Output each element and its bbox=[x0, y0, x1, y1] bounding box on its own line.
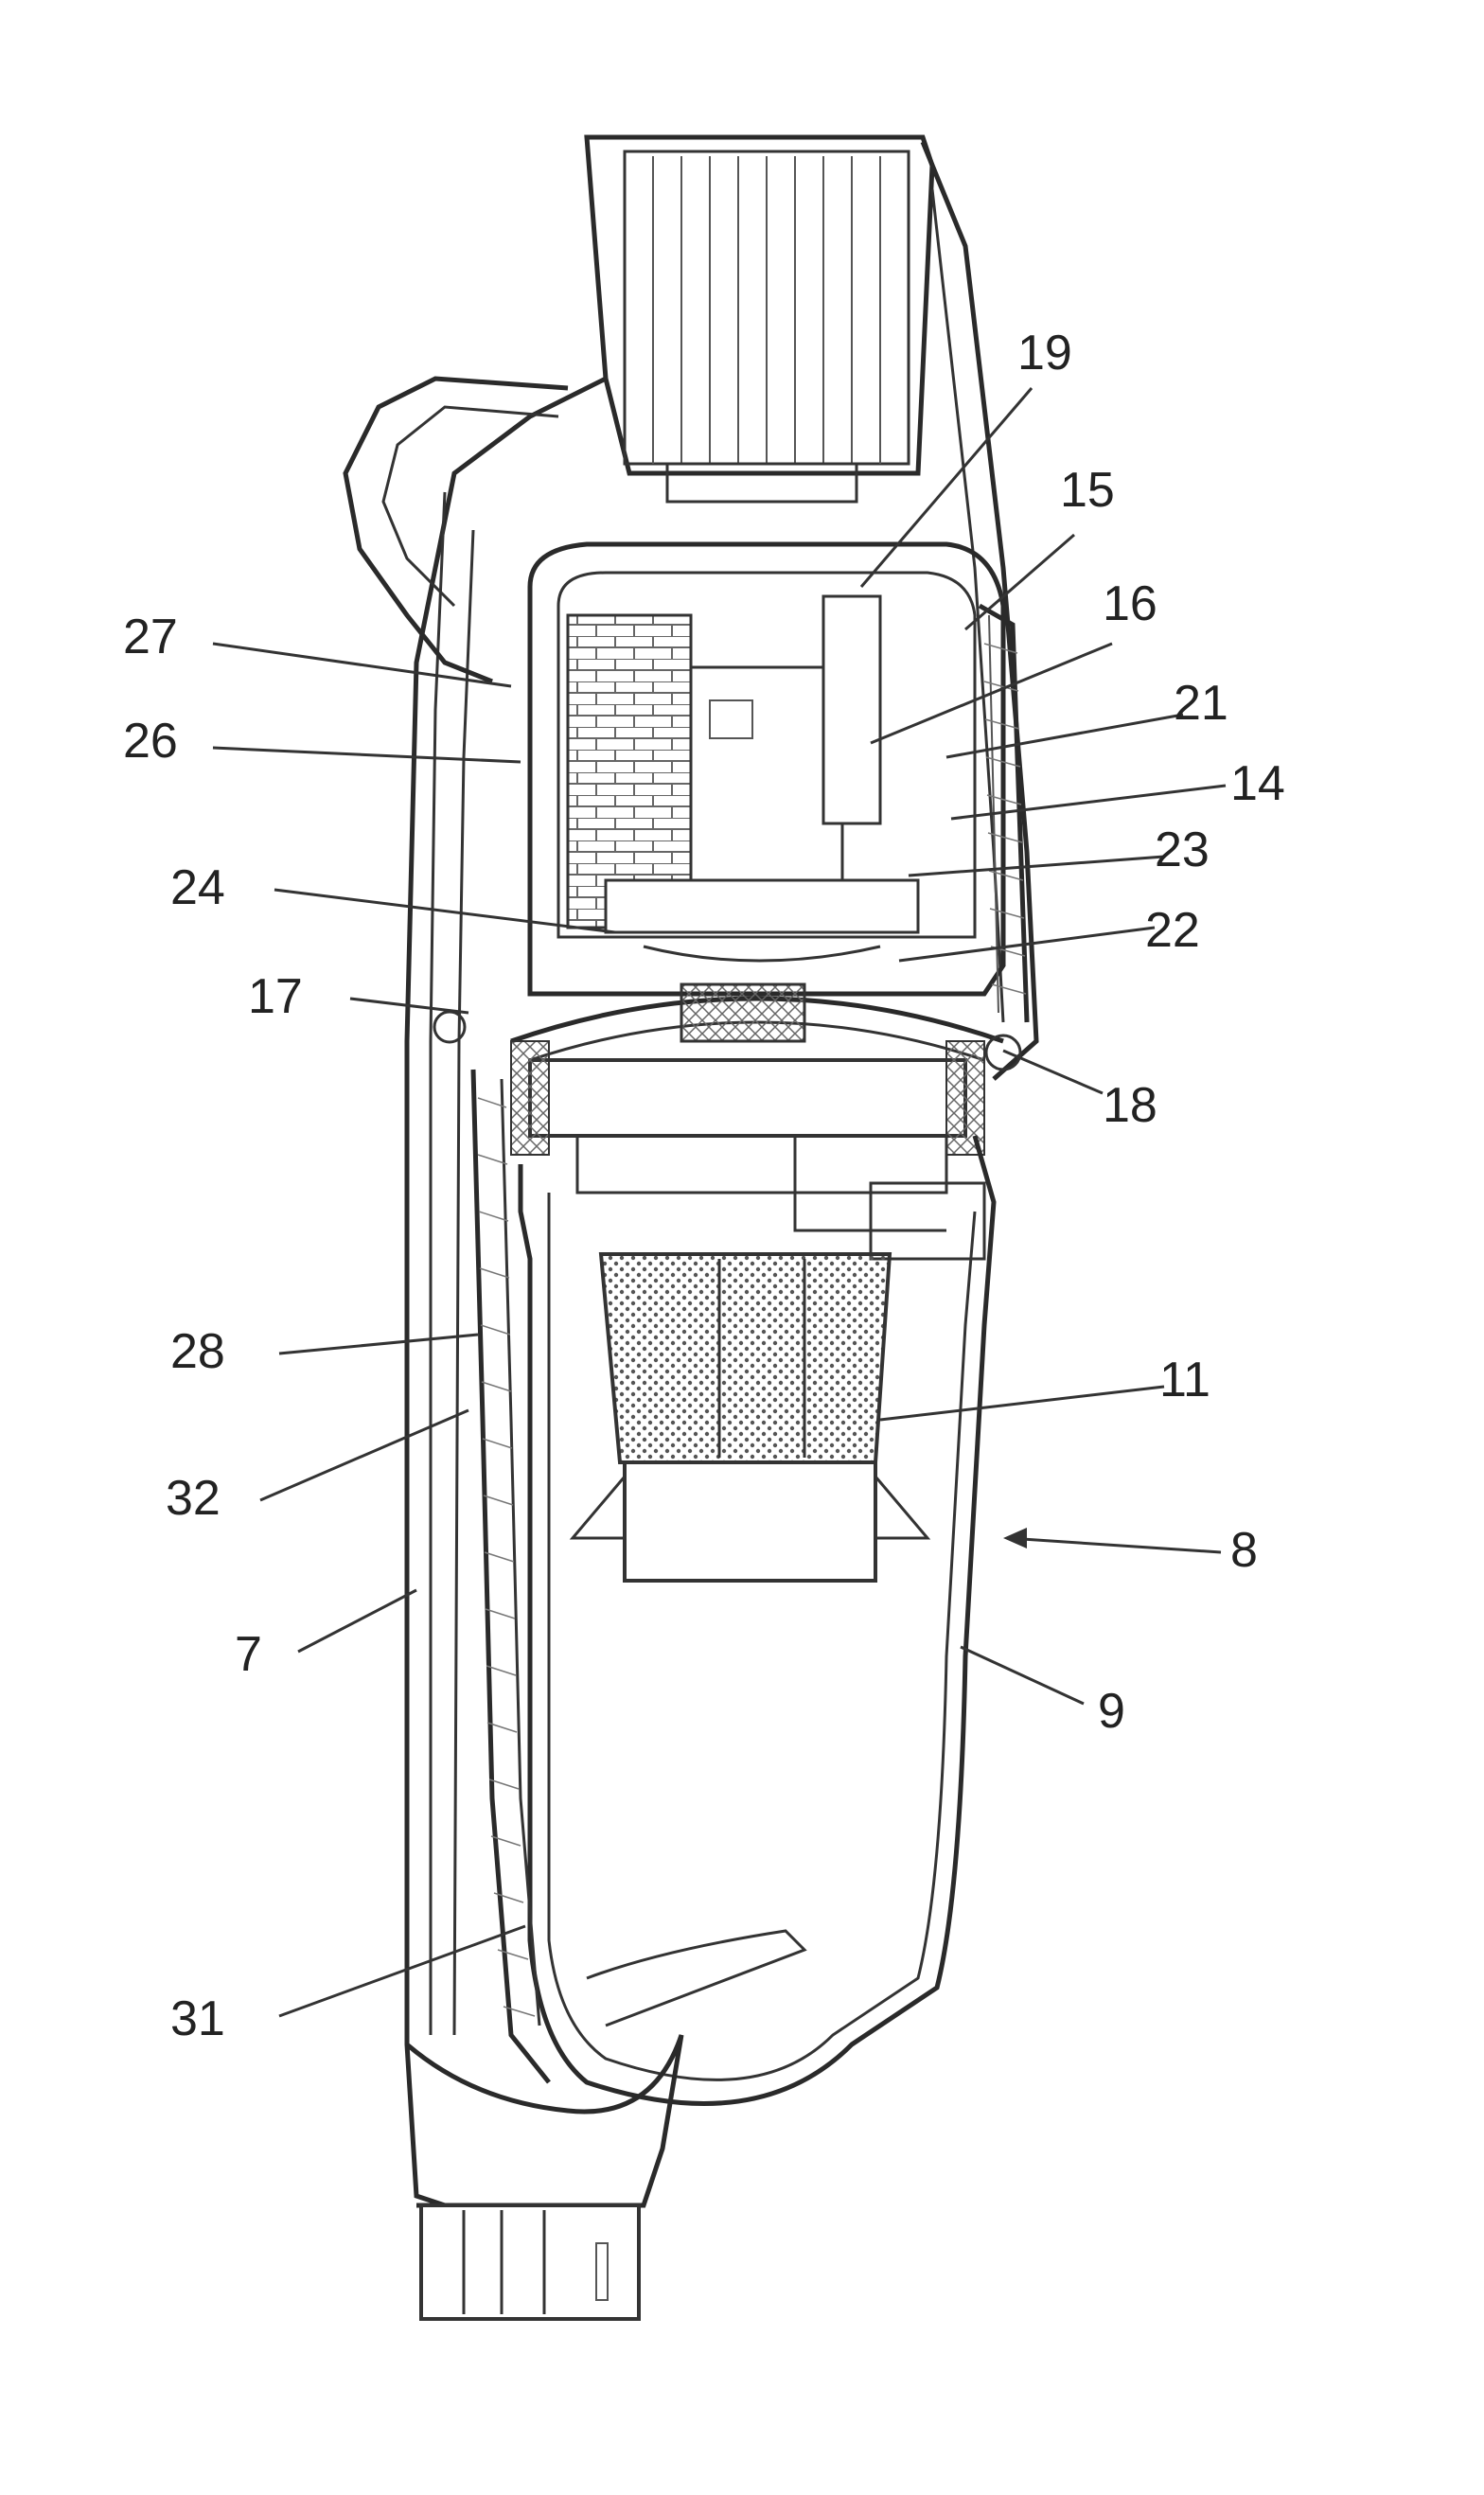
leader-28 bbox=[279, 1335, 478, 1354]
leader-32 bbox=[260, 1410, 468, 1500]
label-11: 11 bbox=[1159, 1353, 1210, 1407]
arrowhead-8 bbox=[1003, 1528, 1027, 1548]
label-18: 18 bbox=[1103, 1078, 1157, 1133]
grip-hook bbox=[345, 379, 568, 681]
label-31: 31 bbox=[170, 1991, 225, 2046]
label-14: 14 bbox=[1230, 756, 1285, 811]
label-7: 7 bbox=[235, 1627, 262, 1682]
leader-15 bbox=[965, 535, 1074, 629]
motor-chamber bbox=[530, 544, 1003, 994]
label-24: 24 bbox=[170, 860, 225, 915]
label-26: 26 bbox=[123, 714, 178, 769]
leader-22 bbox=[899, 928, 1155, 961]
leader-19 bbox=[861, 388, 1032, 587]
leader-11 bbox=[880, 1387, 1164, 1420]
leader-lines bbox=[213, 388, 1226, 2016]
label-9: 9 bbox=[1098, 1684, 1125, 1739]
device-drawing bbox=[345, 137, 1036, 2319]
cyclone-top bbox=[511, 1041, 984, 1259]
label-16: 16 bbox=[1103, 576, 1157, 631]
leader-23 bbox=[909, 857, 1164, 876]
mesh-filter bbox=[573, 1254, 928, 1581]
label-15: 15 bbox=[1060, 463, 1115, 518]
label-8: 8 bbox=[1230, 1523, 1258, 1578]
reference-labels: 19 15 16 27 21 26 14 23 24 22 17 18 28 1… bbox=[123, 326, 1285, 2046]
leader-18 bbox=[1003, 1051, 1103, 1093]
label-17: 17 bbox=[248, 969, 303, 1024]
leader-26 bbox=[213, 748, 521, 762]
label-22: 22 bbox=[1145, 903, 1200, 958]
leader-21 bbox=[946, 715, 1183, 757]
bottom-flap bbox=[587, 1931, 804, 2026]
top-cylinder bbox=[587, 137, 932, 502]
label-27: 27 bbox=[123, 610, 178, 664]
label-28: 28 bbox=[170, 1324, 225, 1379]
label-19: 19 bbox=[1017, 326, 1072, 380]
leader-31 bbox=[279, 1926, 525, 2016]
leader-9 bbox=[961, 1647, 1084, 1704]
leader-8 bbox=[1008, 1538, 1221, 1552]
label-21: 21 bbox=[1174, 676, 1228, 731]
leader-24 bbox=[274, 890, 615, 932]
label-32: 32 bbox=[166, 1471, 221, 1526]
leader-7 bbox=[298, 1590, 416, 1652]
label-23: 23 bbox=[1155, 823, 1210, 877]
